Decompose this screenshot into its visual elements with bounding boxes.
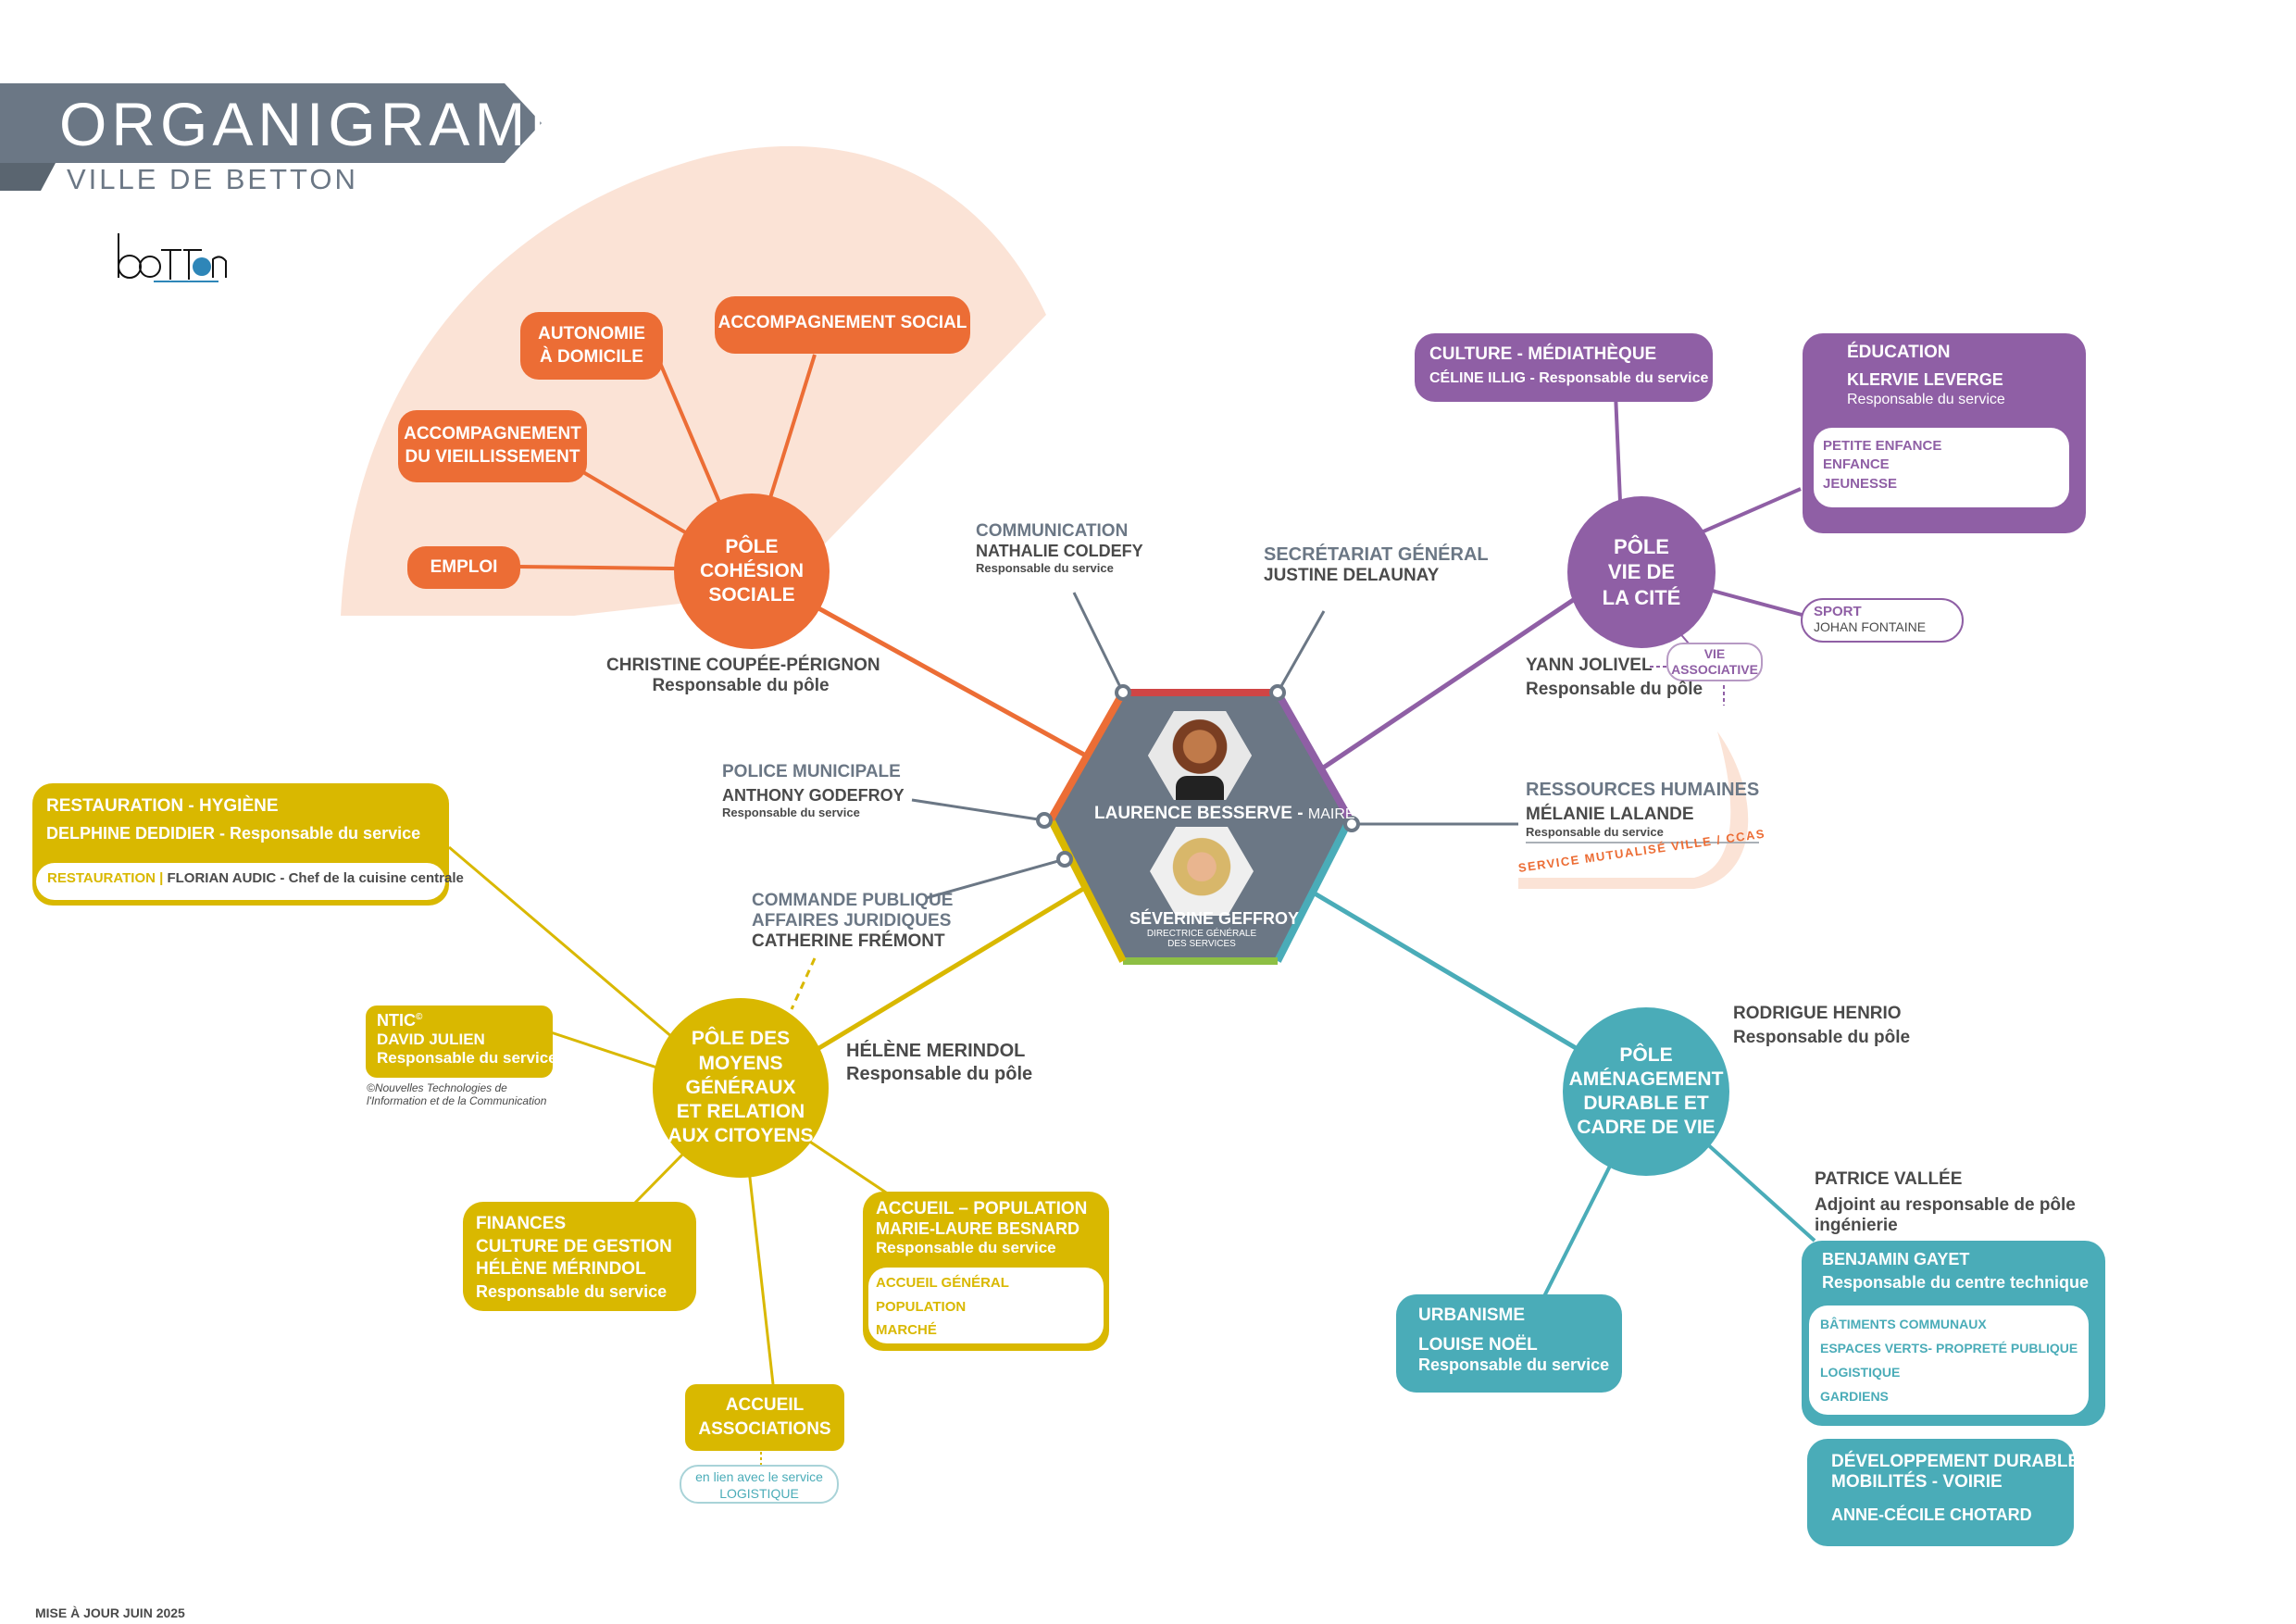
- update-date: MISE À JOUR JUIN 2025: [35, 1605, 185, 1620]
- pole-amenagement-durable[interactable]: PÔLE AMÉNAGEMENT DURABLE ET CADRE DE VIE: [1563, 1007, 1729, 1176]
- education-subservices: PETITE ENFANCE ENFANCE JEUNESSE: [1814, 428, 2069, 507]
- pole-moyens-generaux[interactable]: PÔLE DES MOYENS GÉNÉRAUX ET RELATION AUX…: [653, 998, 829, 1178]
- service-centre-technique[interactable]: BENJAMIN GAYET Responsable du centre tec…: [1802, 1241, 2105, 1426]
- page-subtitle: VILLE DE BETTON: [67, 163, 358, 195]
- service-accompagnement-social[interactable]: ACCOMPAGNEMENT SOCIAL: [715, 296, 970, 354]
- service-ntic[interactable]: NTIC© DAVID JULIEN Responsable du servic…: [366, 1006, 557, 1078]
- pole-amenagement-deputy: PATRICE VALLÉE Adjoint au responsable de…: [1815, 1169, 2076, 1235]
- dgs-label: SÉVERINE GEFFROY DIRECTRICE GÉNÉRALE DES…: [1129, 909, 1300, 949]
- restauration-sub: RESTAURATION | FLORIAN AUDIC - Chef de l…: [36, 863, 464, 900]
- service-secretariat: SECRÉTARIAT GÉNÉRAL JUSTINE DELAUNAY: [1264, 544, 1489, 585]
- service-education[interactable]: ÉDUCATION KLERVIE LEVERGE Responsable du…: [1803, 333, 2086, 533]
- service-culture-mediatheque[interactable]: CULTURE - MÉDIATHÈQUE CÉLINE ILLIG - Res…: [1415, 333, 1713, 402]
- accueil-population-subs: ACCUEIL GÉNÉRAL POPULATION MARCHÉ: [868, 1268, 1104, 1343]
- service-accueil-associations[interactable]: ACCUEIL ASSOCIATIONS: [685, 1384, 844, 1451]
- ntic-footnote: ©Nouvelles Technologies de l'Information…: [367, 1081, 547, 1107]
- service-commande-publique: COMMANDE PUBLIQUE AFFAIRES JURIDIQUES CA…: [752, 891, 954, 951]
- subtitle-accent: [0, 163, 56, 191]
- mayor-name: LAURENCE BESSERVE: [1094, 804, 1292, 823]
- pole-moyens-head: HÉLÈNE MERINDOL Responsable du pôle: [846, 1041, 1033, 1084]
- service-sport[interactable]: SPORT JOHAN FONTAINE: [1801, 598, 1964, 643]
- rh-mutualise-swoosh: [1518, 731, 1749, 889]
- hex-connector-nodes: [1036, 684, 1360, 868]
- betton-logo: [117, 231, 228, 285]
- service-finances[interactable]: FINANCES CULTURE DE GESTION HÉLÈNE MÉRIN…: [463, 1202, 696, 1311]
- pole-vie-de-la-cite[interactable]: PÔLE VIE DE LA CITÉ: [1567, 496, 1716, 648]
- service-accompagnement-vieillissement[interactable]: ACCOMPAGNEMENT DU VIEILLISSEMENT: [398, 410, 587, 482]
- service-emploi[interactable]: EMPLOI: [407, 546, 520, 589]
- dgs-name: SÉVERINE GEFFROY: [1129, 909, 1300, 928]
- accueil-associations-note: en lien avec le service LOGISTIQUE: [680, 1465, 839, 1504]
- service-urbanisme[interactable]: URBANISME LOUISE NOËL Responsable du ser…: [1396, 1294, 1622, 1393]
- technique-subservices: BÂTIMENTS COMMUNAUX ESPACES VERTS- PROPR…: [1809, 1305, 2089, 1415]
- mayor-role: MAIRE: [1307, 806, 1355, 822]
- cohesion-fan-background: [341, 145, 1046, 617]
- service-developpement-durable[interactable]: DÉVELOPPEMENT DURABLE MOBILITÉS - VOIRIE…: [1807, 1439, 2079, 1546]
- service-restauration-hygiene[interactable]: RESTAURATION - HYGIÈNE DELPHINE DEDIDIER…: [32, 783, 464, 906]
- pole-amenagement-head: RODRIGUE HENRIO Responsable du pôle: [1733, 1004, 1911, 1047]
- page-title: ORGANIGRAMME: [59, 90, 631, 158]
- pole-cohesion-head: CHRISTINE COUPÉE-PÉRIGNON Responsable du…: [606, 656, 880, 695]
- service-rh: RESSOURCES HUMAINES MÉLANIE LALANDE Resp…: [1526, 780, 1760, 843]
- direct-connectors: [911, 592, 1518, 900]
- service-communication: COMMUNICATION NATHALIE COLDEFY Responsab…: [976, 521, 1143, 575]
- service-accueil-population[interactable]: ACCUEIL – POPULATION MARIE-LAURE BESNARD…: [863, 1192, 1109, 1351]
- pole-cohesion-sociale[interactable]: PÔLE COHÉSION SOCIALE: [674, 493, 830, 649]
- service-autonomie-domicile[interactable]: AUTONOMIE À DOMICILE: [520, 312, 663, 380]
- service-vie-associative[interactable]: VIE ASSOCIATIVE: [1666, 643, 1763, 681]
- pole-vie-cite-head: YANN JOLIVEL Responsable du pôle: [1526, 656, 1703, 699]
- title-band: [0, 83, 542, 163]
- service-police: POLICE MUNICIPALE ANTHONY GODEFROY Respo…: [722, 762, 905, 819]
- mayor-label: LAURENCE BESSERVE - MAIRE: [1094, 804, 1355, 823]
